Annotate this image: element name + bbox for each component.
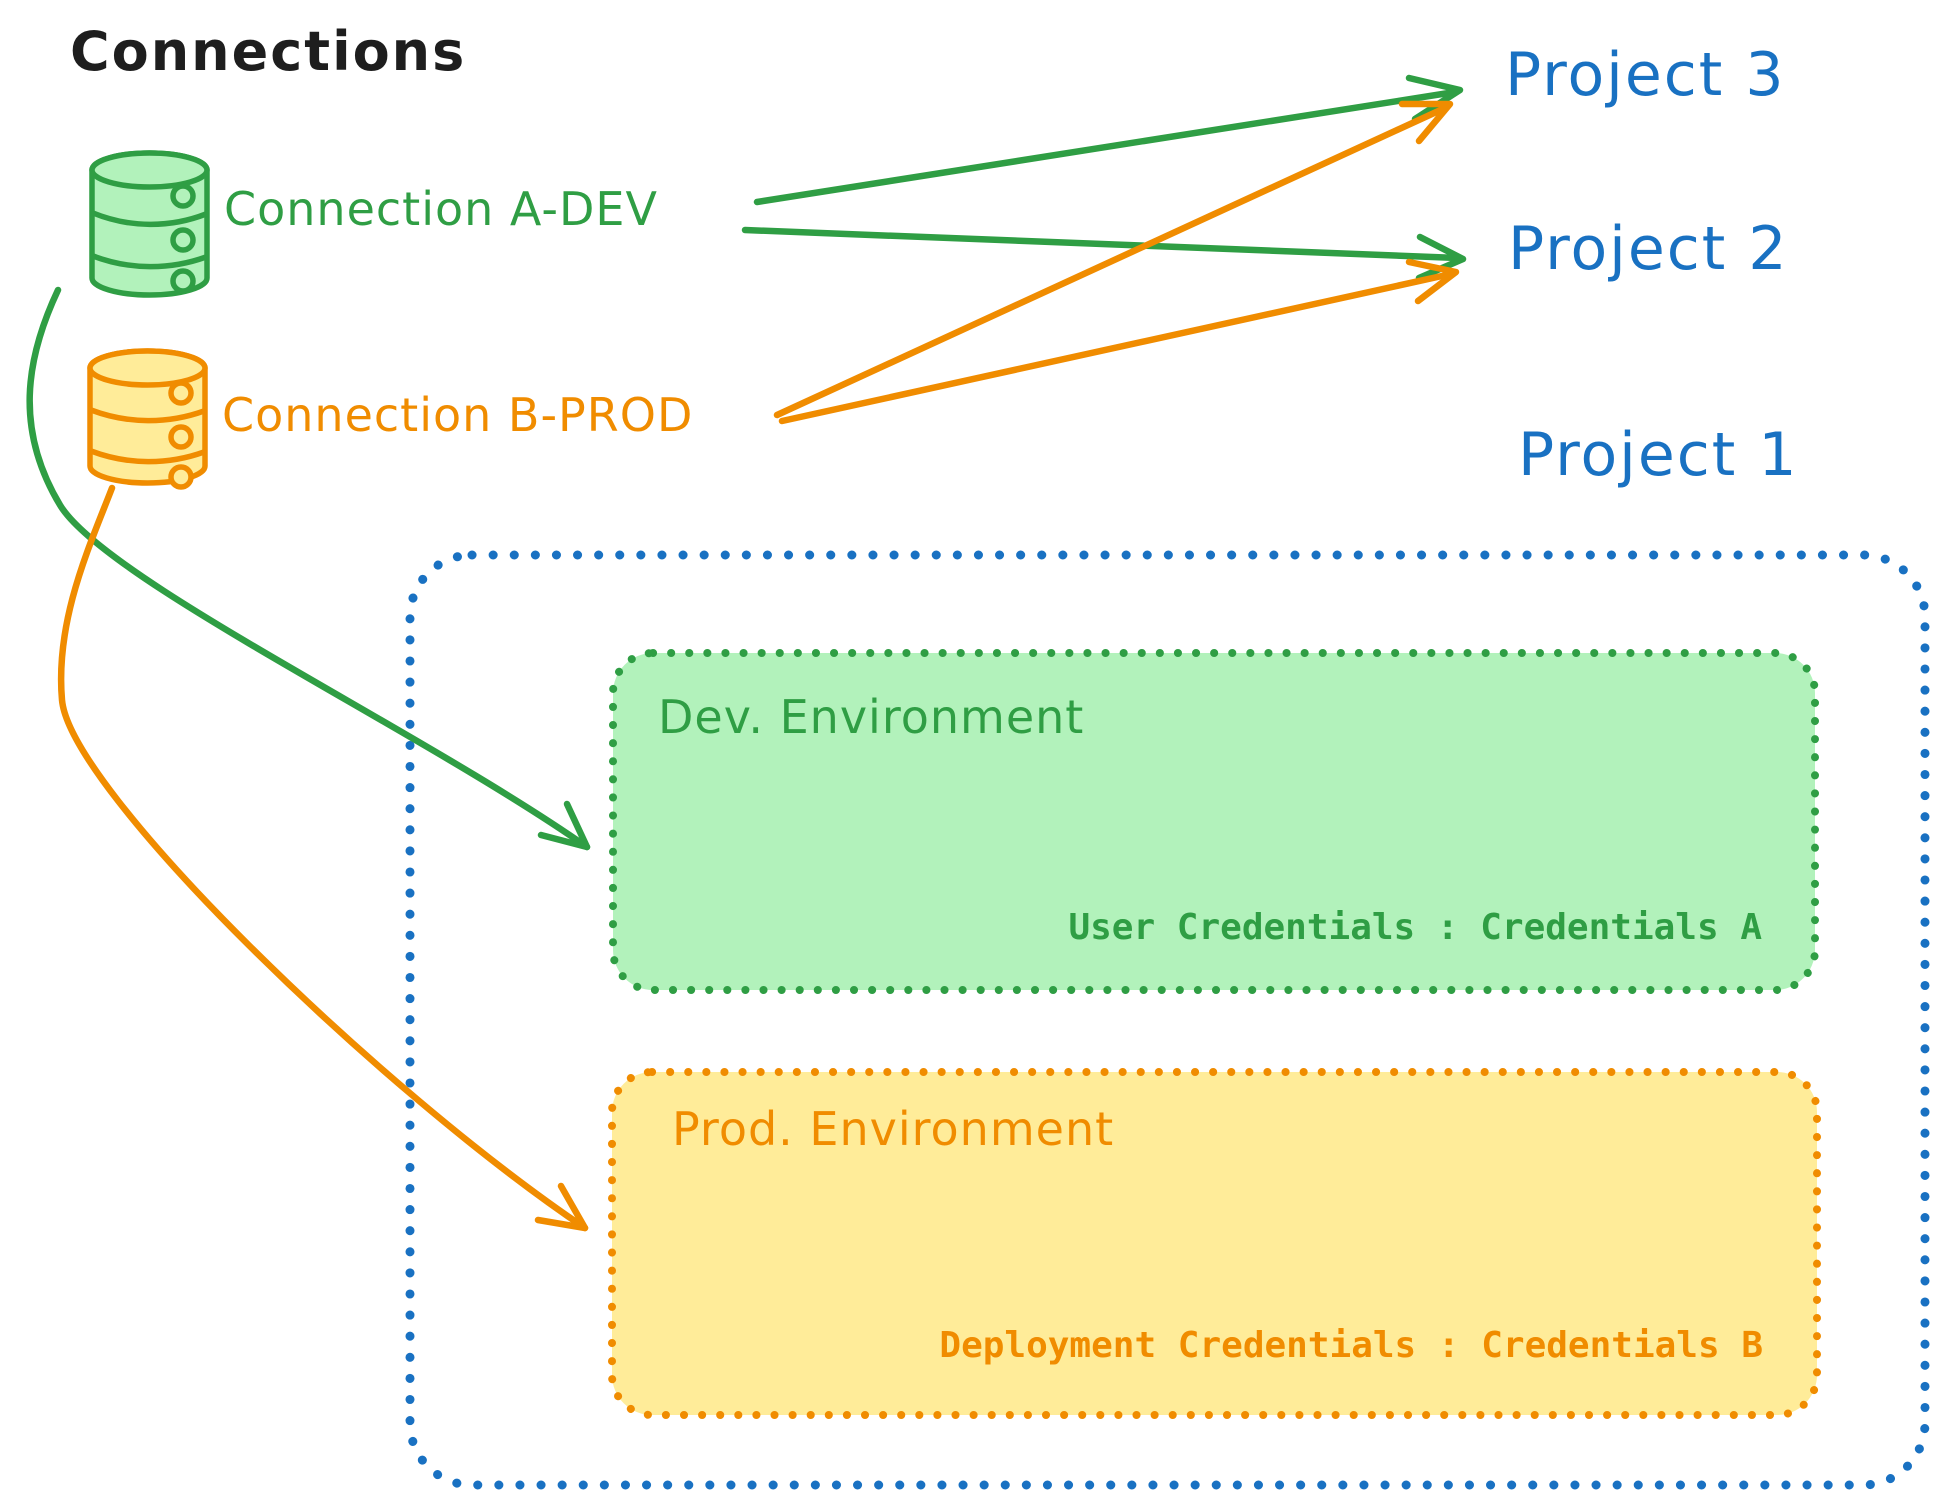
dev-environment-credentials: User Credentials : Credentials A (1068, 907, 1762, 948)
arrow-adev-to-dev-environment (26, 286, 591, 851)
database-icon (89, 150, 210, 298)
dev-environment-title: Dev. Environment (658, 690, 1085, 744)
arrow-adev-to-project2 (741, 226, 1467, 282)
prod-environment-box (608, 1068, 1821, 1419)
arrow-bprod-to-prod-environment (57, 484, 589, 1232)
arrow-adev-to-project3 (753, 74, 1464, 206)
project-2-label: Project 2 (1508, 214, 1789, 284)
connection-b-prod-label: Connection B-PROD (222, 388, 694, 442)
diagram-title: Connections (70, 20, 467, 83)
arrow-bprod-to-project3 (773, 100, 1454, 419)
arrow-bprod-to-project2 (778, 258, 1460, 425)
dev-environment-box (609, 649, 1819, 994)
prod-environment-credentials: Deployment Credentials : Credentials B (939, 1325, 1763, 1366)
project1-container-box (405, 550, 1930, 1490)
project-3-label: Project 3 (1505, 40, 1786, 110)
database-icon (87, 348, 208, 490)
prod-environment-title: Prod. Environment (672, 1102, 1115, 1156)
project-1-label: Project 1 (1518, 420, 1799, 490)
connection-a-dev-label: Connection A-DEV (224, 182, 658, 236)
